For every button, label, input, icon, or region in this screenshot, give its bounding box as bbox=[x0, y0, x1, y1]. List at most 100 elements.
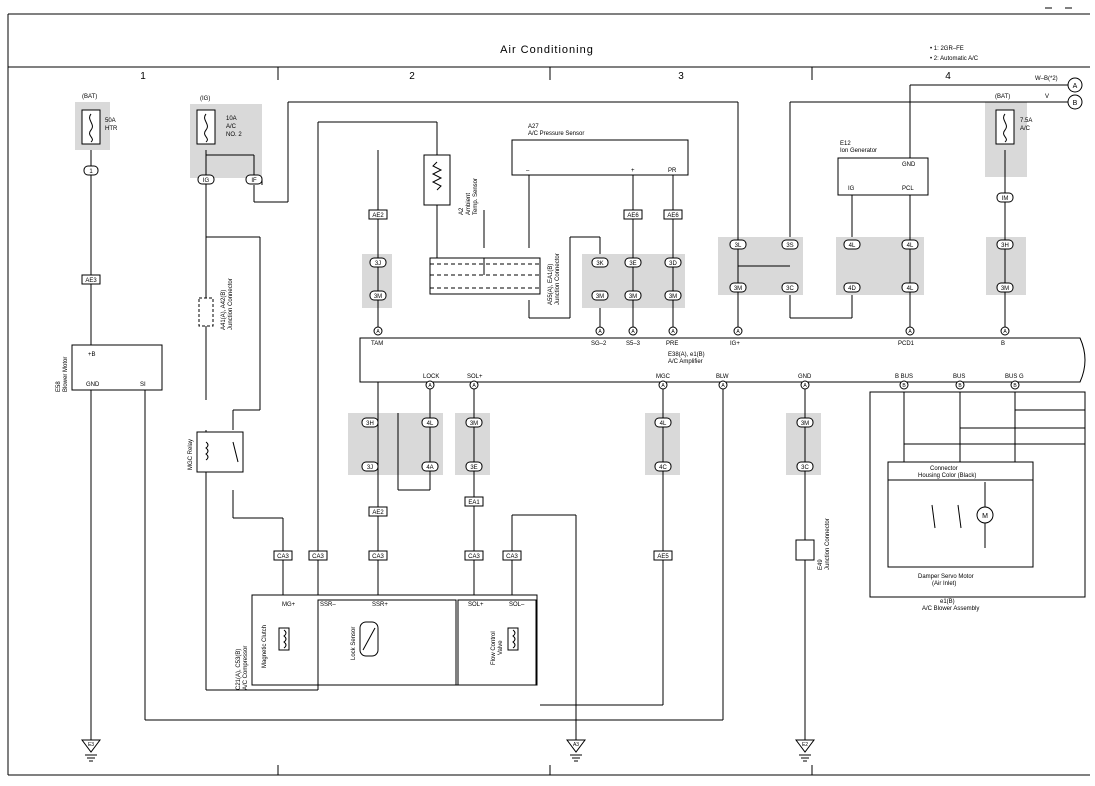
svg-text:3C: 3C bbox=[786, 286, 794, 292]
svg-text:4D: 4D bbox=[848, 286, 856, 292]
svg-text:Lock Sensor: Lock Sensor bbox=[351, 627, 357, 660]
junction-connector-a55: A55(A), EA1(B) Junction Connector bbox=[548, 253, 561, 305]
svg-text:AE6: AE6 bbox=[627, 213, 639, 219]
svg-text:1: 1 bbox=[89, 169, 93, 175]
svg-text:A/C: A/C bbox=[1020, 126, 1031, 132]
pin-ca3-3: CA3 bbox=[368, 550, 388, 561]
svg-text:CA3: CA3 bbox=[468, 554, 480, 560]
frame bbox=[7, 7, 1090, 776]
amp-pin-b: B bbox=[1001, 341, 1005, 347]
offpage-b-wire: V bbox=[1045, 94, 1049, 100]
svg-text:+B: +B bbox=[88, 352, 96, 358]
pin-4l-c: 4L bbox=[901, 282, 919, 293]
svg-text:3L: 3L bbox=[735, 243, 742, 249]
svg-text:4C: 4C bbox=[659, 465, 667, 471]
pin-ae5: AE5 bbox=[653, 550, 673, 561]
offpage-b: B bbox=[1073, 100, 1078, 107]
svg-text:3H: 3H bbox=[366, 421, 374, 427]
pin-ca3-5: CA3 bbox=[502, 550, 522, 561]
svg-text:A: A bbox=[376, 329, 380, 335]
svg-text:Valve: Valve bbox=[498, 640, 504, 655]
svg-text:Flow Control: Flow Control bbox=[491, 631, 497, 665]
svg-text:A: A bbox=[428, 383, 432, 389]
column-3: 3 bbox=[678, 71, 684, 82]
pin-3m-b: 3M bbox=[591, 290, 609, 301]
svg-text:A/C: A/C bbox=[226, 124, 237, 130]
svg-text:EA1: EA1 bbox=[468, 500, 480, 506]
svg-text:A27: A27 bbox=[528, 124, 539, 130]
pin-3e: 3E bbox=[624, 257, 642, 268]
amp-pin-s53: S5–3 bbox=[626, 341, 641, 347]
svg-text:3D: 3D bbox=[669, 261, 677, 267]
amp-pin-busg: BUS G bbox=[1005, 374, 1024, 380]
svg-text:A3: A3 bbox=[573, 742, 579, 748]
ground-a3: A3 bbox=[566, 739, 586, 762]
svg-text:3J: 3J bbox=[375, 261, 381, 267]
svg-text:CA3: CA3 bbox=[506, 554, 518, 560]
svg-text:e1(B): e1(B) bbox=[940, 599, 955, 605]
shielded-cable bbox=[429, 257, 541, 295]
pin-3m-c: 3M bbox=[624, 290, 642, 301]
pin-3l: 3L bbox=[729, 239, 747, 250]
pin-4l-a: 4L bbox=[843, 239, 861, 250]
svg-text:4L: 4L bbox=[907, 243, 914, 249]
svg-text:PCL: PCL bbox=[902, 186, 914, 192]
svg-text:C21(A), C53(B): C21(A), C53(B) bbox=[236, 649, 242, 690]
svg-text:Junction Connector: Junction Connector bbox=[555, 253, 561, 305]
svg-text:Ion Generator: Ion Generator bbox=[840, 148, 877, 154]
svg-text:3J: 3J bbox=[367, 465, 373, 471]
svg-text:B: B bbox=[958, 383, 962, 389]
ground-e2: E2 bbox=[795, 739, 815, 762]
pin-ig: IG bbox=[197, 174, 215, 185]
svg-text:B: B bbox=[1013, 383, 1017, 389]
svg-text:+: + bbox=[631, 168, 635, 174]
pin-3d: 3D bbox=[664, 257, 682, 268]
svg-text:3M: 3M bbox=[470, 421, 478, 427]
pin-3s: 3S bbox=[781, 239, 799, 250]
pin-3j: 3J bbox=[369, 257, 387, 268]
svg-text:HTR: HTR bbox=[105, 126, 118, 132]
svg-text:A: A bbox=[472, 383, 476, 389]
svg-text:4L: 4L bbox=[907, 286, 914, 292]
connector-pins: 1 IG IF AE3 AE2 AE6 AE6 3J 3M 3K 3E 3D 3… bbox=[81, 165, 1014, 561]
amp-pin-mgc: MGC bbox=[656, 374, 671, 380]
pin-ca3-2: CA3 bbox=[308, 550, 328, 561]
pin-ae3: AE3 bbox=[81, 274, 101, 285]
pin-3m: 3M bbox=[369, 290, 387, 301]
pin-ae2-top: AE2 bbox=[368, 209, 388, 220]
svg-text:Blower Motor: Blower Motor bbox=[63, 357, 69, 392]
offpage-a-wire: W–B(*2) bbox=[1035, 76, 1058, 82]
svg-text:A/C Pressure Sensor: A/C Pressure Sensor bbox=[528, 131, 584, 137]
svg-text:3E: 3E bbox=[629, 261, 636, 267]
svg-text:AE5: AE5 bbox=[657, 554, 669, 560]
fuse-ac: (BAT) 7.5A A/C bbox=[995, 94, 1032, 145]
amplifier-terminals: A A A A A A A A A A A A B B B bbox=[373, 326, 1020, 390]
diagram-title: Air Conditioning bbox=[500, 44, 594, 56]
pin-4d: 4D bbox=[843, 282, 861, 293]
svg-text:50A: 50A bbox=[105, 118, 116, 124]
svg-text:A/C Compressor: A/C Compressor bbox=[243, 646, 249, 690]
svg-text:E38(A), e1(B): E38(A), e1(B) bbox=[668, 352, 705, 358]
pin-3c-b: 3C bbox=[796, 461, 814, 472]
svg-text:Temp. Sensor: Temp. Sensor bbox=[473, 178, 479, 215]
column-1: 1 bbox=[140, 71, 146, 82]
note-2: • 2: Automatic A/C bbox=[930, 56, 979, 62]
svg-text:A/C Amplifier: A/C Amplifier bbox=[668, 359, 703, 365]
svg-text:MGC Relay: MGC Relay bbox=[188, 439, 194, 470]
svg-text:E58: E58 bbox=[56, 381, 62, 392]
svg-text:3M: 3M bbox=[669, 294, 677, 300]
pin-4l-d: 4L bbox=[421, 417, 439, 428]
svg-text:A: A bbox=[631, 329, 635, 335]
svg-text:4L: 4L bbox=[660, 421, 667, 427]
svg-text:A: A bbox=[671, 329, 675, 335]
pin-3m-d: 3M bbox=[664, 290, 682, 301]
svg-text:(IG): (IG) bbox=[200, 96, 210, 102]
pin-4c: 4C bbox=[654, 461, 672, 472]
svg-text:3K: 3K bbox=[596, 261, 603, 267]
svg-text:3C: 3C bbox=[801, 465, 809, 471]
amp-pin-gnd: GND bbox=[798, 374, 812, 380]
svg-text:Magnetic Clutch: Magnetic Clutch bbox=[262, 625, 268, 668]
svg-text:A: A bbox=[1003, 329, 1007, 335]
pin-3m-e: 3M bbox=[729, 282, 747, 293]
note-1: • 1: 2GR–FE bbox=[930, 46, 964, 52]
